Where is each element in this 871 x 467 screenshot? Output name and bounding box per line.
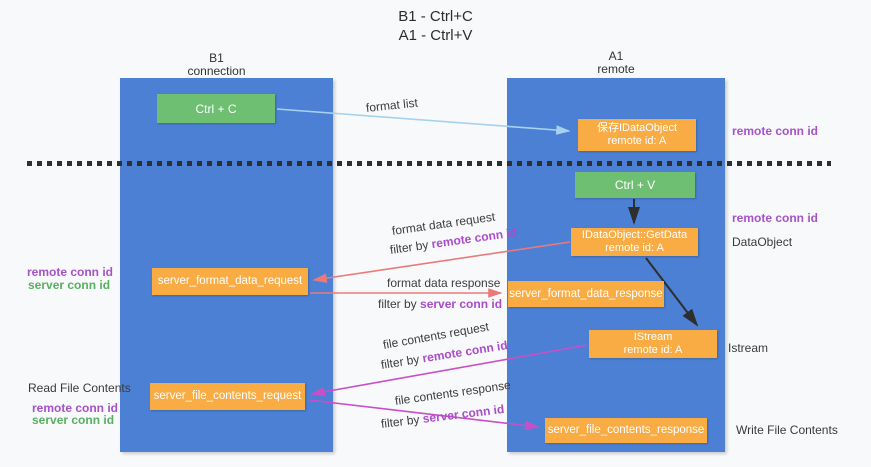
remote-conn-id-label-mid-right: remote conn id [732, 211, 819, 225]
ctrl-c-label: Ctrl + C [195, 101, 237, 116]
format-data-response-label: format data response [387, 276, 501, 290]
read-file-contents-label: Read File Contents [28, 381, 131, 395]
ctrl-c-node: Ctrl + C [157, 94, 275, 123]
server-file-contents-response-label: server_file_contents_response [547, 424, 705, 436]
diagram-title: B1 - Ctrl+C A1 - Ctrl+V [0, 7, 871, 45]
lifeline-b1-name: B1 [209, 51, 224, 65]
server-file-contents-request-node: server_file_contents_request [150, 383, 305, 410]
lifeline-header-b1: B1 connection [120, 52, 313, 78]
ctrl-v-label: Ctrl + V [614, 178, 656, 192]
server-conn-id-key: server conn id [421, 401, 505, 426]
server-format-data-response-label: server_format_data_response [509, 287, 663, 300]
save-dataobject-line1: 保存IDataObject [596, 122, 678, 134]
filter-by-text: filter by [379, 351, 424, 372]
server-file-contents-response-node: server_file_contents_response [545, 418, 707, 443]
getdata-line2: remote id: A [605, 242, 664, 254]
lifeline-b1-role: connection [187, 64, 246, 78]
lifeline-a1-name: A1 [608, 49, 624, 63]
getdata-line1: IDataObject::GetData [581, 229, 688, 241]
server-conn-id-label-bottom-left: server conn id [32, 413, 115, 427]
format-data-response-filter-label: filter by server conn id [378, 297, 502, 311]
istream-line2: remote id: A [623, 344, 683, 356]
filter-by-text: filter by [378, 297, 421, 311]
lifeline-header-a1: A1 remote [507, 50, 725, 76]
save-dataobject-node: 保存IDataObject remote id: A [578, 119, 696, 151]
title-line-2: A1 - Ctrl+V [398, 27, 473, 44]
server-format-data-request-label: server_format_data_request [157, 275, 303, 287]
remote-conn-id-label-left: remote conn id [27, 265, 114, 279]
remote-conn-id-label-bottom-left: remote conn id [32, 401, 119, 415]
lifeline-a1-role: remote [597, 62, 635, 76]
ctrl-v-node: Ctrl + V [575, 172, 695, 198]
format-list-label: format list [365, 95, 419, 115]
dataobject-label: DataObject [732, 235, 793, 249]
server-conn-id-label-left: server conn id [28, 278, 111, 292]
save-dataobject-line2: remote id: A [607, 135, 667, 147]
title-line-1: B1 - Ctrl+C [398, 8, 473, 25]
filter-by-text: filter by [380, 411, 424, 431]
istream-line1: IStream [633, 331, 673, 343]
getdata-node: IDataObject::GetData remote id: A [571, 228, 698, 256]
server-conn-id-key: server conn id [420, 297, 503, 311]
istream-node: IStream remote id: A [589, 330, 717, 358]
server-file-contents-request-label: server_file_contents_request [153, 390, 302, 402]
write-file-contents-label: Write File Contents [736, 423, 838, 437]
server-format-data-response-node: server_format_data_response [508, 281, 664, 307]
server-format-data-request-node: server_format_data_request [152, 268, 308, 295]
divider-dashed-line [27, 161, 831, 166]
remote-conn-id-label-top-right: remote conn id [732, 124, 819, 138]
filter-by-text: filter by [389, 237, 433, 257]
istream-label: Istream [728, 341, 769, 355]
